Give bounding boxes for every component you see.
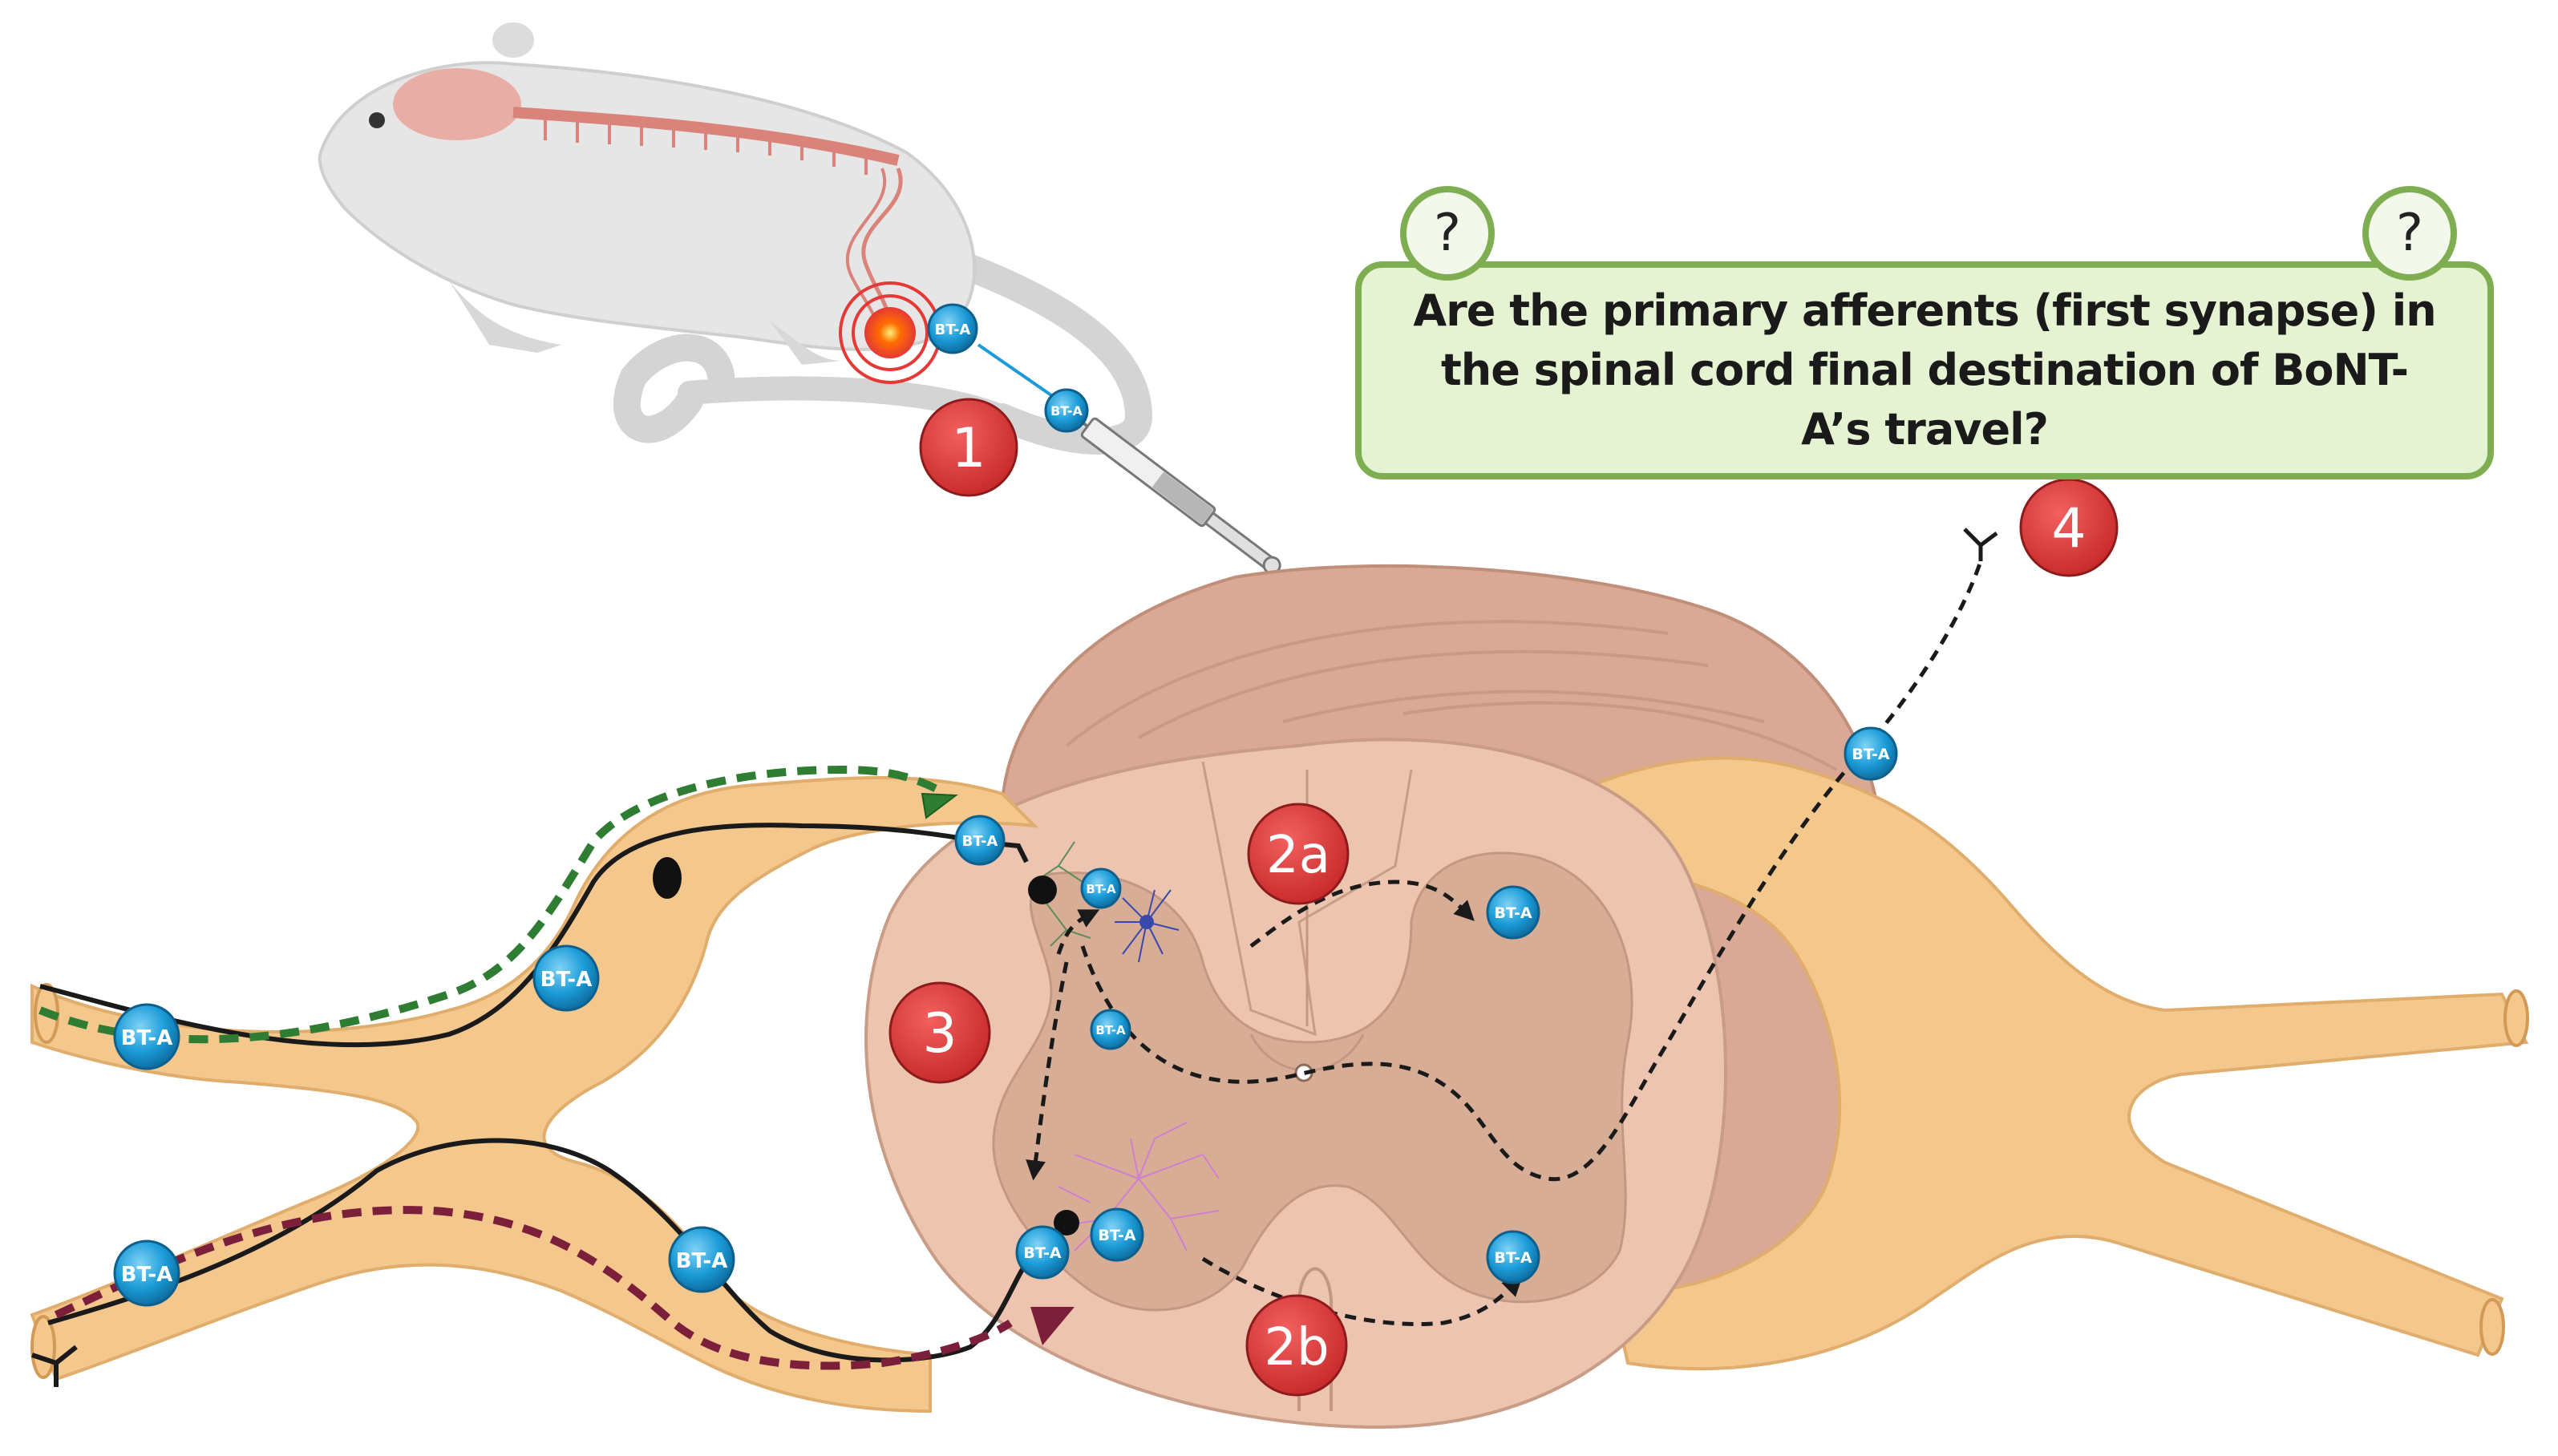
svg-text:BT-A: BT-A bbox=[962, 833, 998, 850]
toxin-molecule: BT-A bbox=[1486, 1230, 1540, 1284]
maroon-arrow-head bbox=[1030, 1307, 1075, 1345]
retrograde-transport-path bbox=[38, 765, 941, 1044]
svg-text:BT-A: BT-A bbox=[1494, 1249, 1532, 1267]
svg-text:BT-A: BT-A bbox=[1023, 1244, 1062, 1262]
toxin-molecule: BT-A bbox=[954, 815, 1006, 866]
axon-terminal-left bbox=[31, 1345, 78, 1387]
toxin-molecules: BT-A BT-A BT-A BT-A BT-A BT-A BT-A BT-A … bbox=[113, 726, 1898, 1307]
svg-text:2b: 2b bbox=[1264, 1318, 1329, 1377]
mouse-illustration: BT-A BT-A bbox=[318, 22, 1281, 575]
toxin-molecule: BT-A bbox=[1015, 1225, 1070, 1280]
svg-text:BT-A: BT-A bbox=[121, 1026, 173, 1050]
mouse-tail bbox=[949, 251, 1153, 455]
path-2a bbox=[1249, 880, 1475, 948]
path-2b bbox=[1201, 1256, 1523, 1327]
step-3-marker: 3 bbox=[888, 981, 991, 1084]
toxin-molecule: BT-A bbox=[532, 944, 600, 1012]
question-text: Are the primary afferents (first synapse… bbox=[1413, 285, 2436, 455]
step-1-marker: 1 bbox=[919, 398, 1018, 497]
terminal-icon bbox=[1963, 528, 1998, 561]
right-spinal-nerve bbox=[1569, 756, 2529, 1371]
toxin-molecule: BT-A bbox=[1486, 885, 1540, 940]
svg-text:BT-A: BT-A bbox=[1852, 746, 1890, 763]
question-mark-bubble-left: ? bbox=[1400, 186, 1495, 281]
toxin-molecule bbox=[1044, 388, 1089, 433]
svg-text:BT-A: BT-A bbox=[1095, 1023, 1126, 1037]
mouse-eye bbox=[369, 112, 385, 128]
toxin-molecule: BT-A bbox=[113, 1003, 180, 1070]
toxin-molecule: BT-A bbox=[1080, 868, 1122, 909]
svg-text:BT-A: BT-A bbox=[1098, 1227, 1136, 1244]
svg-text:3: 3 bbox=[922, 1002, 957, 1066]
path-to-contralateral bbox=[1080, 560, 1983, 1182]
svg-text:BT-A: BT-A bbox=[1494, 904, 1532, 922]
mouse-ear bbox=[492, 22, 534, 58]
dorsal-root-ganglion-soma bbox=[653, 857, 682, 899]
svg-text:BT-A: BT-A bbox=[935, 322, 971, 338]
svg-text:BT-A: BT-A bbox=[676, 1249, 728, 1273]
svg-text:4: 4 bbox=[2051, 497, 2086, 560]
interneuron-cells bbox=[1034, 841, 1220, 1252]
svg-text:BT-A: BT-A bbox=[121, 1263, 173, 1287]
motor-neuron-soma bbox=[1054, 1210, 1079, 1236]
svg-text:2a: 2a bbox=[1266, 826, 1330, 885]
toxin-molecule: BT-A bbox=[1090, 1207, 1144, 1262]
toxin-molecule: BT-A bbox=[113, 1240, 180, 1307]
toxin-molecule bbox=[927, 303, 978, 354]
synapse-dot bbox=[1028, 876, 1057, 904]
toxin-molecule: BT-A bbox=[1844, 726, 1898, 781]
injection-site bbox=[864, 307, 916, 358]
mouse-brain bbox=[393, 68, 521, 140]
question-box: Are the primary afferents (first synapse… bbox=[1355, 261, 2494, 479]
motor-axon bbox=[47, 1138, 1037, 1363]
toxin-molecule: BT-A bbox=[1090, 1009, 1131, 1050]
toxin-molecule: BT-A bbox=[668, 1226, 735, 1293]
green-arrow-head bbox=[921, 792, 958, 819]
blue-interneuron bbox=[1115, 889, 1180, 963]
green-interneuron bbox=[1034, 841, 1091, 947]
mouse-tail-upper bbox=[613, 334, 735, 443]
step-4-marker: 4 bbox=[2019, 478, 2119, 577]
step-2b-marker: 2b bbox=[1245, 1294, 1348, 1397]
transcytosis-paths bbox=[1026, 560, 1983, 1327]
svg-text:BT-A: BT-A bbox=[540, 968, 593, 992]
svg-text:BT-A: BT-A bbox=[1050, 403, 1083, 419]
path-to-motor-neuron bbox=[1026, 961, 1069, 1181]
anterograde-transport-path bbox=[54, 1206, 1013, 1370]
mouse-spinal-cord bbox=[512, 107, 900, 166]
mouse-sciatic-nerve bbox=[861, 168, 903, 330]
svg-text:1: 1 bbox=[951, 417, 986, 480]
question-mark-bubble-right: ? bbox=[2362, 186, 2457, 281]
syringe-icon bbox=[1061, 406, 1281, 575]
svg-text:BT-A: BT-A bbox=[1086, 882, 1116, 896]
step-2a-marker: 2a bbox=[1247, 803, 1350, 905]
